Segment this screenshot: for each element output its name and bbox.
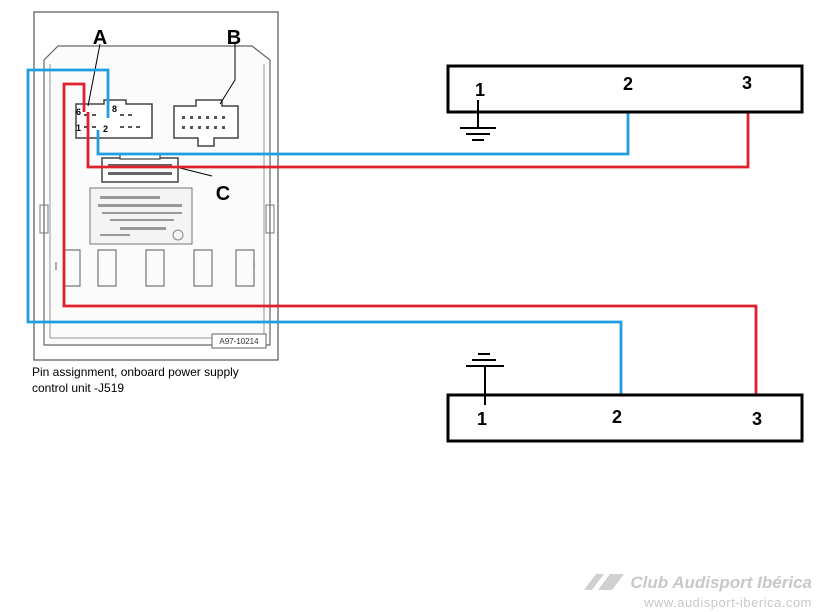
connector-b-label: B	[227, 27, 241, 49]
connector-bottom: 1 2 3	[446, 393, 804, 443]
top-pin-3-label: 3	[742, 73, 752, 93]
brand-name: Club Audisport Ibérica	[630, 573, 812, 592]
bottom-pin-1-label: 1	[477, 409, 487, 429]
pin-1-label: 1	[76, 123, 81, 133]
red-wire-upper	[62, 82, 758, 402]
blue-wire-upper	[26, 68, 623, 402]
pin-6-label: 6	[76, 107, 81, 117]
pin-8-label: 8	[112, 104, 117, 114]
bottom-pin-3-label: 3	[752, 409, 762, 429]
ground-icon	[460, 100, 496, 141]
watermark: Club Audisport Ibérica www.audisport-ibe…	[582, 573, 812, 610]
connector-c	[101, 153, 179, 183]
connector-c-label: C	[216, 183, 230, 205]
caption-line-2: control unit -J519	[32, 381, 125, 395]
connector-a-label: A	[93, 27, 107, 49]
figure-caption: Pin assignment, onboard power supply con…	[32, 364, 292, 396]
red-wire-lower	[86, 104, 750, 169]
control-unit-figure: A97-10214	[33, 11, 279, 361]
pin-2-label: 2	[103, 124, 108, 134]
ground-inverted-icon	[466, 353, 504, 405]
brand-url: www.audisport-iberica.com	[644, 595, 812, 610]
top-pin-1-label: 1	[475, 80, 485, 100]
caption-line-1: Pin assignment, onboard power supply	[32, 365, 239, 379]
connector-a: 6 8 1 2	[75, 99, 153, 139]
connector-b	[173, 99, 239, 147]
figure-code: A97-10214	[219, 337, 259, 346]
bottom-pin-2-label: 2	[612, 407, 622, 427]
brand-logo-icon	[584, 574, 625, 590]
top-pin-2-label: 2	[623, 74, 633, 94]
blue-wire-lower	[96, 106, 630, 156]
callout-lines	[87, 43, 236, 177]
connector-top: 1 2 3	[446, 64, 804, 114]
